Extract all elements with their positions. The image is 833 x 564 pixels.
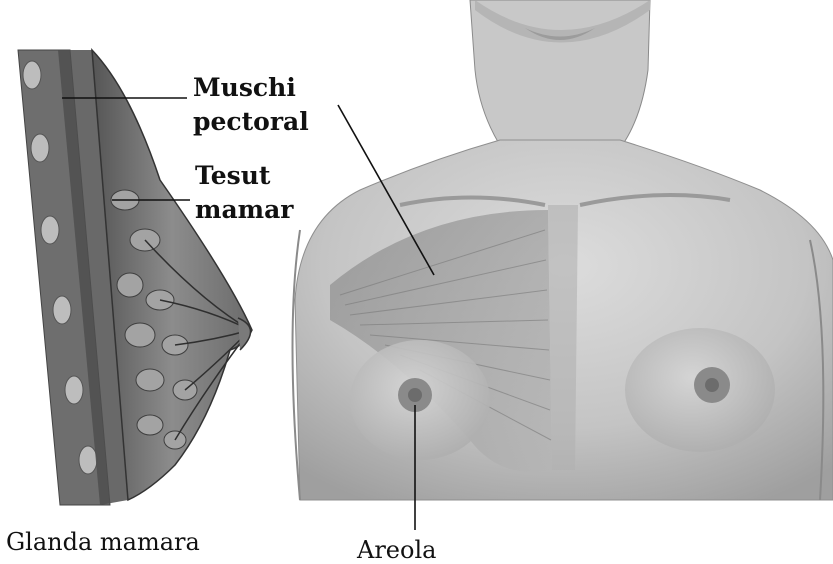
label-tesut-line2: mamar — [195, 197, 293, 222]
nipple-left — [408, 388, 422, 402]
label-muschi-pectoral: Muschi pectoral — [193, 75, 309, 134]
label-muschi-line1: Muschi — [193, 75, 309, 100]
label-tesut-line1: Tesut — [195, 163, 293, 188]
label-areola: Areola — [357, 538, 436, 562]
sternum — [548, 205, 578, 470]
label-muschi-line2: pectoral — [193, 109, 309, 134]
label-glanda-mamara: Glanda mamara — [6, 530, 200, 554]
label-tesut-mamar: Tesut mamar — [195, 163, 293, 222]
nipple-right — [705, 378, 719, 392]
torso-figure — [293, 0, 833, 500]
